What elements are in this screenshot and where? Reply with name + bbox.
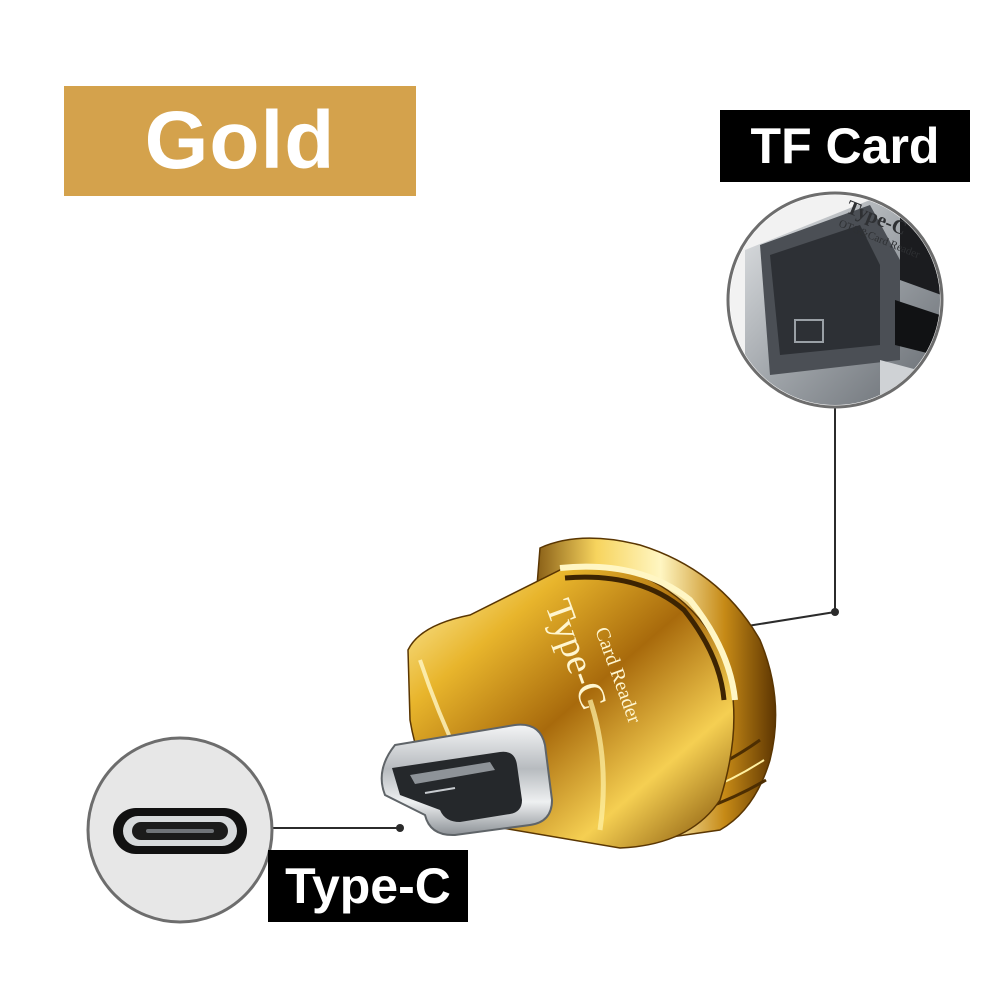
- tf-card-callout: TF Card: [720, 110, 970, 182]
- type-c-label: Type-C: [285, 858, 451, 914]
- gold-card-reader-device: Type-C Card Reader: [380, 537, 777, 849]
- tf-card-leader-line: [734, 405, 839, 629]
- tf-card-label: TF Card: [750, 118, 940, 174]
- gold-badge-background: [64, 86, 416, 196]
- type-c-port-inset: [86, 736, 274, 924]
- color-variant-label: Gold: [144, 95, 336, 186]
- tf-card-slot-inset: Type-C OTG&Card Reader: [726, 191, 944, 409]
- type-c-callout: Type-C: [268, 850, 468, 922]
- type-c-leader-line: [272, 824, 404, 832]
- color-variant-badge: Gold: [64, 86, 416, 196]
